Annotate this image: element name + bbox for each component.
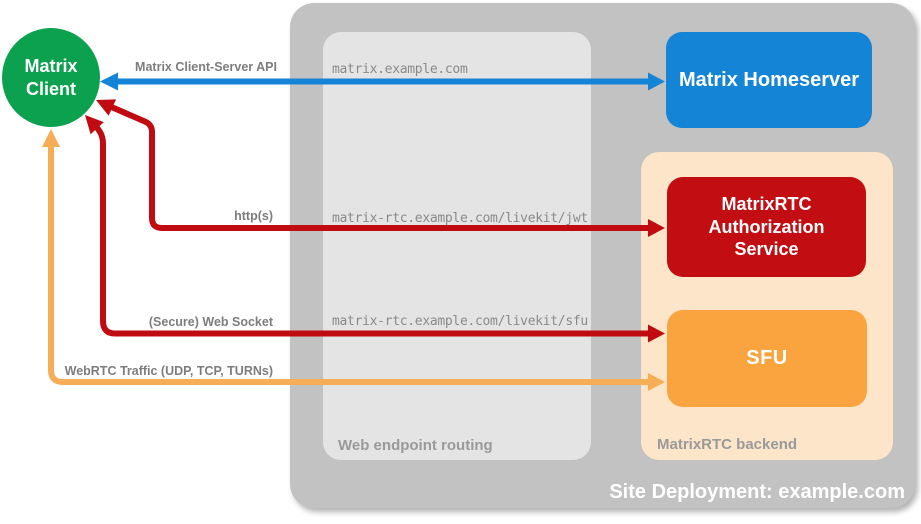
https-label: http(s) [234,209,273,223]
matrix-homeserver-label: Matrix Homeserver [678,68,860,91]
endpoint-url-livekit-sfu: matrix-rtc.example.com/livekit/sfu [332,314,588,329]
matrix-homeserver-node: Matrix Homeserver [666,32,872,128]
websocket-arrow [85,115,665,343]
site-deployment-caption: Site Deployment: example.com [609,481,905,503]
endpoint-url-livekit-jwt: matrix-rtc.example.com/livekit/jwt [332,211,588,226]
matrix-client-label: Matrix Client [24,56,78,99]
matrixrtc-auth-service-node: MatrixRTC Authorization Service [667,177,866,277]
webrtc-traffic-label: WebRTC Traffic (UDP, TCP, TURNs) [64,364,273,378]
https-arrow [96,99,665,237]
websocket-label: (Secure) Web Socket [148,315,273,329]
sfu-node: SFU [667,310,867,407]
endpoint-url-homeserver: matrix.example.com [332,62,468,77]
matrix-client-node: Matrix Client [2,28,100,127]
webrtc-traffic-arrow [42,129,665,391]
web-endpoint-routing-panel [323,32,591,460]
sfu-label: SFU [746,347,788,369]
client-server-api-arrow [100,72,665,91]
matrixrtc-auth-service-label: MatrixRTC Authorization Service [708,194,825,260]
web-endpoint-routing-caption: Web endpoint routing [338,437,493,454]
client-server-api-label: Matrix Client-Server API [135,60,277,74]
matrixrtc-backend-caption: MatrixRTC backend [657,436,798,453]
